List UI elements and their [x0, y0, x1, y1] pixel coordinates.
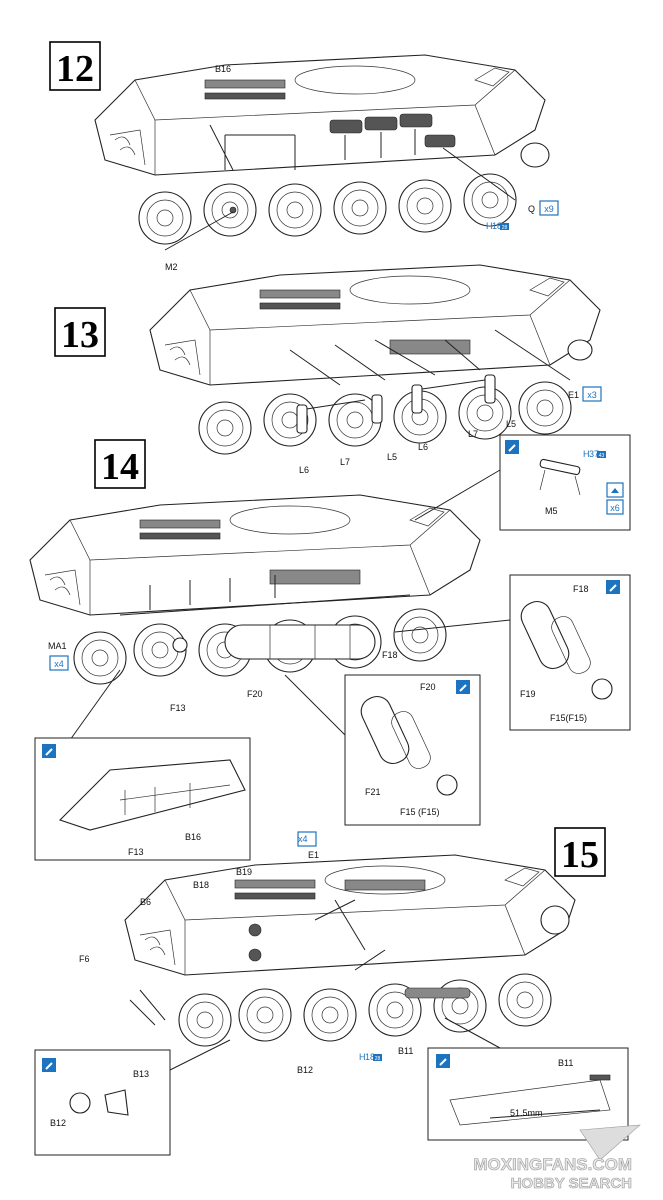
runner-square-number: 43 — [599, 453, 605, 459]
detail-label: F20 — [420, 682, 436, 692]
hull-drawing-15 — [124, 854, 576, 1047]
part-label: M5 — [545, 506, 558, 516]
step-number: 12 — [56, 48, 94, 90]
runner-square-number: 28 — [502, 225, 508, 231]
hull-drawing-14 — [29, 494, 481, 685]
detail-box — [34, 1049, 171, 1156]
part-label: L6 — [418, 442, 428, 452]
part-label: L7 — [340, 457, 350, 467]
part-label: M2 — [165, 262, 178, 272]
dimension-label: 51.5mm — [510, 1108, 543, 1118]
detail-label: B13 — [133, 1069, 149, 1079]
detail-label: B12 — [50, 1118, 66, 1128]
step-number: 14 — [101, 446, 139, 488]
part-label: L5 — [387, 452, 397, 462]
part-label: L7 — [468, 429, 478, 439]
step-number-box — [49, 41, 101, 91]
runner-number: 18 — [365, 1052, 375, 1062]
detail-label: F21 — [365, 787, 381, 797]
part-label: F18 — [382, 650, 398, 660]
part-label: Q — [528, 204, 535, 214]
part-label: F13 — [170, 703, 186, 713]
quantity-text: x4 — [298, 834, 308, 844]
quantity-text: x3 — [587, 390, 597, 400]
detail-box — [509, 574, 631, 731]
step-number-box — [54, 307, 106, 357]
watermark: MOXINGFANS.COM HOBBY SEARCH — [473, 1124, 641, 1192]
part-label: L6 — [299, 465, 309, 475]
runner-number: 37 — [589, 449, 599, 459]
quantity-badge — [297, 831, 317, 847]
part-label: B12 — [297, 1065, 313, 1075]
step-number: 15 — [561, 834, 599, 876]
detail-label: F15(F15) — [550, 713, 587, 723]
quantity-badge — [539, 200, 559, 216]
detail-label: F15 (F15) — [400, 807, 440, 817]
detail-box — [344, 674, 481, 826]
quantity-badge — [49, 655, 69, 671]
detail-label: B16 — [185, 832, 201, 842]
detail-label: F19 — [520, 689, 536, 699]
part-label: B6 — [140, 897, 151, 907]
part-label: L5 — [506, 419, 516, 429]
part-label: MA1 — [48, 641, 67, 651]
step-number: 13 — [61, 314, 99, 356]
part-label: F20 — [247, 689, 263, 699]
callout-line — [284, 674, 351, 741]
quantity-badge — [606, 499, 624, 515]
quantity-text: x9 — [544, 204, 554, 214]
step-14: 14 MA1 x4 F13 F20 F18 H — [29, 434, 631, 861]
watermark-bottom: HOBBY SEARCH — [511, 1175, 632, 1192]
part-label: B18 — [193, 880, 209, 890]
part-label: E1 — [568, 390, 579, 400]
part-label: F6 — [79, 954, 90, 964]
detail-box — [427, 1047, 629, 1141]
step-number-box — [554, 827, 606, 877]
quantity-text: x4 — [54, 659, 64, 669]
part-label: B11 — [398, 1046, 413, 1056]
step-15: 15 x4 E1 B6 B18 B19 F6 B12 B11 H 18 2 — [34, 827, 629, 1156]
part-label: B16 — [215, 64, 231, 74]
callout-line — [444, 1017, 501, 1049]
quantity-text: x6 — [610, 503, 620, 513]
watermark-top: MOXINGFANS.COM — [473, 1155, 632, 1174]
hull-drawing-12 — [94, 54, 550, 251]
part-label: B19 — [236, 867, 252, 877]
quantity-badge — [582, 386, 602, 402]
runner-number: 18 — [492, 221, 502, 231]
runner-letter: H — [486, 221, 493, 231]
callout-line — [69, 669, 121, 741]
step-12: 12 B16 M2 Q x9 H 18 — [49, 41, 559, 272]
runner-letter: H — [359, 1052, 366, 1062]
callout-line — [414, 469, 501, 521]
hull-drawing-13 — [149, 264, 601, 455]
detail-label: F18 — [573, 584, 589, 594]
step-13: 13 E1 x3 L6 L7 L5 L6 L7 L5 — [54, 264, 602, 475]
part-label: E1 — [308, 850, 319, 860]
flip-icon — [606, 482, 624, 498]
detail-label: F13 — [128, 847, 144, 857]
runner-square-number: 28 — [375, 1056, 381, 1062]
runner-letter: H — [583, 449, 590, 459]
callout-line — [169, 1039, 231, 1071]
step-number-box — [94, 439, 146, 489]
detail-label: B11 — [558, 1058, 573, 1068]
callout-line — [394, 619, 511, 633]
